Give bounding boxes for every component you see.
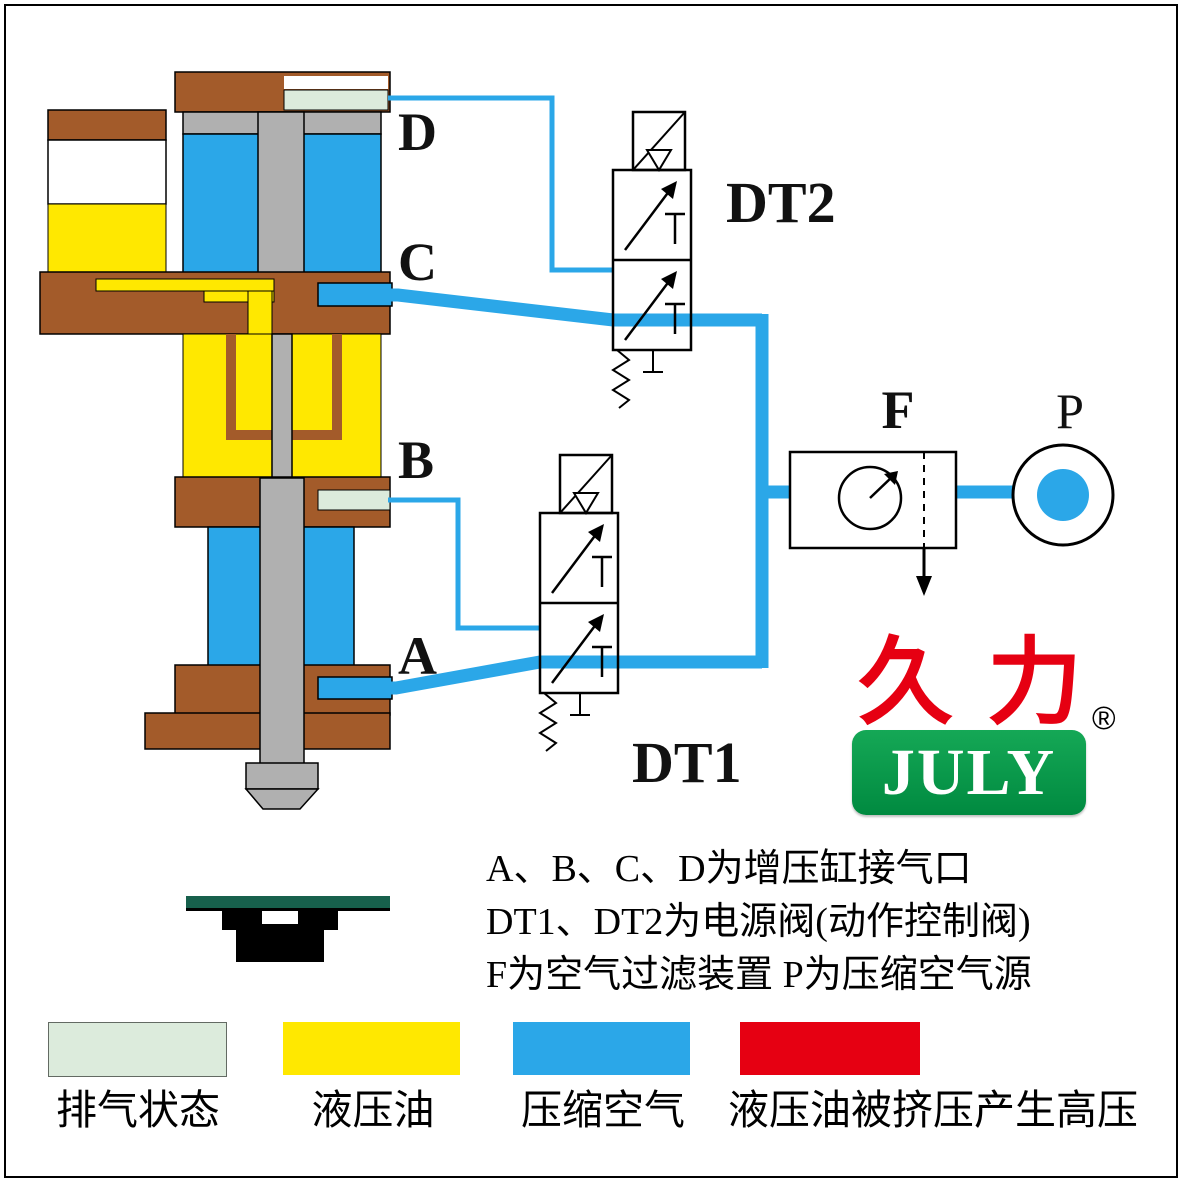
oil-chamber-wall-right [332, 334, 342, 438]
upper-piston-rod [257, 111, 305, 285]
port-a-label: A [398, 626, 437, 686]
note-line-3: F为空气过滤装置 P为压缩空气源 [486, 954, 1032, 996]
pipe-port-c-main [322, 288, 762, 327]
legend-swatch-exhaust [48, 1022, 227, 1077]
rod-collar [245, 762, 319, 790]
lower-piston-rod [259, 477, 305, 766]
drain-arrowhead [916, 576, 932, 596]
flow-arrowhead-2 [661, 271, 677, 289]
rod-tip [244, 788, 320, 810]
oil-channel-step [203, 290, 275, 303]
reservoir-air-space [47, 139, 167, 205]
flow-arrowhead-2 [588, 614, 604, 632]
return-spring [611, 349, 631, 409]
die-plate [186, 896, 390, 908]
air-source-symbol [1011, 443, 1115, 547]
page-border [4, 4, 1178, 1178]
flow-arrowhead-1 [588, 524, 604, 542]
brand-logo-chinese: 久力 [858, 630, 1117, 736]
gauge-needle-head [884, 471, 898, 485]
flow-arrow-2 [624, 275, 674, 341]
legend-swatch-oil [283, 1022, 460, 1075]
legend-swatch-air [513, 1022, 690, 1075]
flow-arrow-2 [551, 618, 601, 684]
pipe-port-b-to-dt1 [388, 497, 540, 631]
mid-piston-rod [271, 333, 293, 479]
air-filter-symbol [788, 450, 958, 596]
die-body [222, 911, 338, 962]
notes-block: A、B、C、D为增压缸接气口 DT1、DT2为电源阀(动作控制阀) F为空气过滤… [486, 843, 1032, 1002]
flow-arrow-1 [551, 528, 601, 594]
flow-arrowhead-1 [661, 181, 677, 199]
registered-trademark-icon: ® [1092, 700, 1116, 736]
valve-dt1-label: DT1 [632, 730, 742, 795]
port-d-label: D [398, 102, 437, 162]
solenoid-arrow [645, 149, 673, 172]
legend-swatch-highpressure [740, 1022, 920, 1075]
oil-chamber-wall-left [226, 334, 236, 438]
legend-label-highpressure: 液压油被挤压产生高压 [728, 1087, 1138, 1133]
port-c-label: C [398, 232, 437, 292]
solenoid-diagonal [632, 111, 686, 171]
valve-dt2-label: DT2 [726, 170, 836, 235]
return-spring [538, 692, 558, 752]
legend-label-air: 压缩空气 [521, 1087, 685, 1133]
note-line-1: A、B、C、D为增压缸接气口 [486, 848, 972, 890]
legend-label-oil: 液压油 [311, 1087, 435, 1133]
reservoir-cap [47, 109, 167, 141]
booster-cylinder [39, 71, 393, 810]
reservoir-oil [47, 203, 167, 273]
air-piping [322, 95, 1016, 695]
solenoid-arrow [572, 492, 600, 515]
note-line-2: DT1、DT2为电源阀(动作控制阀) [486, 901, 1031, 943]
flow-arrow-1 [624, 185, 674, 251]
source-label: P [1056, 383, 1084, 439]
solenoid-diagonal [559, 454, 613, 514]
port-d-exhaust-channel [283, 89, 389, 111]
filter-label: F [882, 380, 915, 440]
press-die-icon [186, 896, 390, 962]
valve-dt1-symbol [538, 453, 620, 752]
die-plate-edge [186, 908, 390, 911]
pipe-port-a-main [322, 655, 762, 695]
die-notch [262, 911, 298, 924]
source-inner-circle [1037, 469, 1089, 521]
brand-logo-box: JULY [852, 730, 1086, 815]
oil-channel-horizontal [95, 278, 275, 292]
port-b-label: B [398, 430, 434, 490]
brand-logo-english: JULY [881, 735, 1057, 809]
top-cap-white-channel [284, 76, 388, 89]
valve-dt2-symbol [611, 110, 693, 409]
legend-label-exhaust: 排气状态 [56, 1087, 220, 1133]
oil-channel-vertical [247, 290, 273, 335]
gauge-needle [869, 475, 894, 499]
pipe-port-d-to-dt2 [388, 95, 613, 273]
gauge-dial [837, 465, 903, 531]
port-b-exhaust-channel [317, 489, 391, 511]
